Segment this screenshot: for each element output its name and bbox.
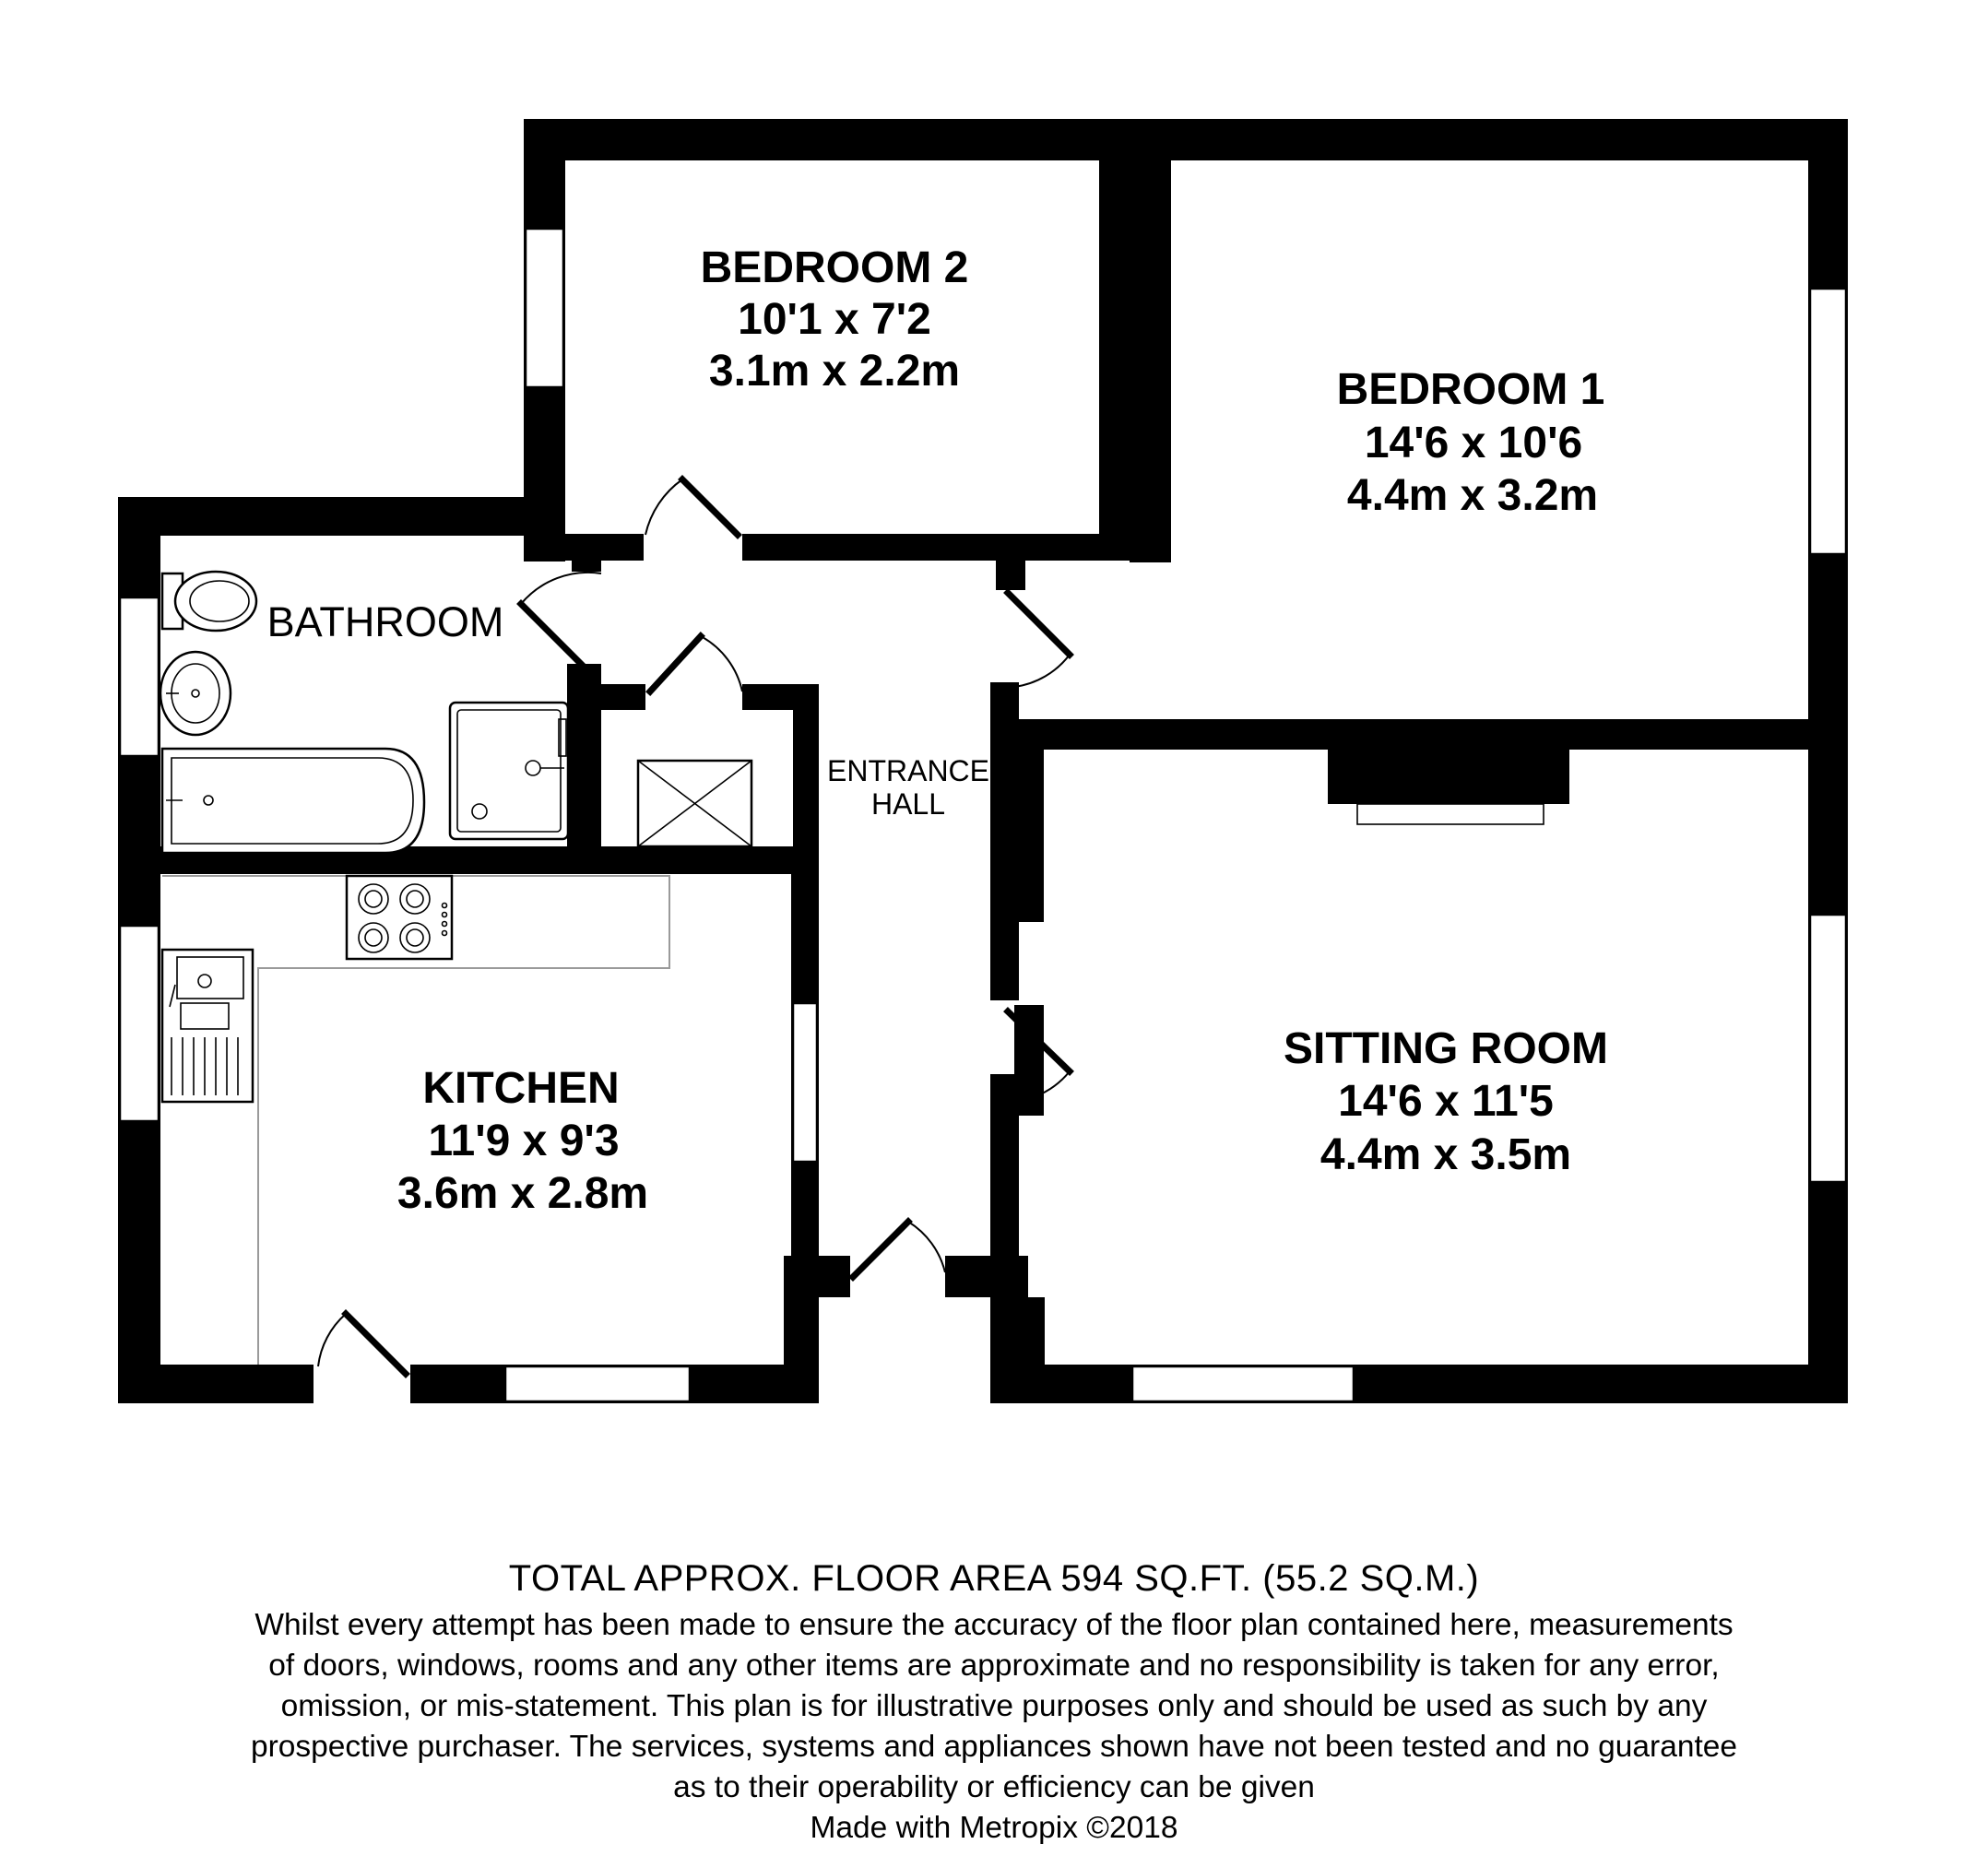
credit: Made with Metropix ©2018 bbox=[810, 1811, 1178, 1845]
doors bbox=[317, 475, 1074, 1378]
disclaimer-line: of doors, windows, rooms and any other i… bbox=[268, 1649, 1720, 1683]
kitchen-imperial: 11'9 x 9'3 bbox=[428, 1117, 619, 1165]
sink-icon bbox=[160, 948, 254, 1104]
windows bbox=[118, 227, 1848, 1403]
window bbox=[1808, 287, 1848, 556]
window bbox=[524, 227, 565, 389]
window bbox=[118, 596, 160, 758]
entrance-hall-line1: ENTRANCE bbox=[827, 754, 989, 787]
cupboard-icon bbox=[636, 759, 753, 848]
window bbox=[1130, 1365, 1355, 1403]
bath-icon bbox=[160, 747, 426, 855]
window bbox=[1808, 913, 1848, 1184]
bedroom2-name: BEDROOM 2 bbox=[701, 243, 969, 292]
sitting-room-name: SITTING ROOM bbox=[1284, 1024, 1608, 1073]
room-labels: BEDROOM 2 10'1 x 7'2 3.1m x 2.2m BEDROOM… bbox=[267, 243, 1608, 1218]
toilet-icon bbox=[160, 570, 258, 632]
window bbox=[791, 1001, 819, 1164]
window bbox=[118, 924, 160, 1123]
disclaimer-line: as to their operability or efficiency ca… bbox=[673, 1770, 1315, 1804]
disclaimer-line: prospective purchaser. The services, sys… bbox=[250, 1730, 1738, 1764]
hearth bbox=[1356, 803, 1544, 825]
bedroom1-name: BEDROOM 1 bbox=[1337, 365, 1605, 414]
window bbox=[503, 1365, 692, 1403]
bedroom1-imperial: 14'6 x 10'6 bbox=[1365, 419, 1582, 467]
bedroom1-metric: 4.4m x 3.2m bbox=[1347, 471, 1598, 520]
fixtures bbox=[159, 570, 1544, 1365]
footer: TOTAL APPROX. FLOOR AREA 594 SQ.FT. (55.… bbox=[0, 1558, 1988, 1849]
kitchen-metric: 3.6m x 2.8m bbox=[397, 1169, 648, 1218]
bedroom2-metric: 3.1m x 2.2m bbox=[709, 347, 960, 396]
sitting-room-imperial: 14'6 x 11'5 bbox=[1338, 1077, 1554, 1126]
bathroom-name: BATHROOM bbox=[267, 598, 504, 645]
disclaimer-line: Whilst every attempt has been made to en… bbox=[254, 1608, 1734, 1642]
kitchen-name: KITCHEN bbox=[422, 1064, 619, 1113]
disclaimer-line: omission, or mis-statement. This plan is… bbox=[280, 1689, 1708, 1723]
total-floor-area: TOTAL APPROX. FLOOR AREA 594 SQ.FT. (55.… bbox=[508, 1558, 1480, 1599]
shower-icon bbox=[448, 701, 570, 841]
entrance-hall-line2: HALL bbox=[871, 787, 945, 821]
kitchen-counter bbox=[162, 875, 670, 1365]
bedroom2-imperial: 10'1 x 7'2 bbox=[738, 295, 931, 344]
hob-icon bbox=[345, 874, 454, 961]
floor-plan: BEDROOM 2 10'1 x 7'2 3.1m x 2.2m BEDROOM… bbox=[118, 119, 1848, 1403]
sitting-room-metric: 4.4m x 3.5m bbox=[1320, 1130, 1571, 1179]
basin-icon bbox=[159, 650, 232, 737]
